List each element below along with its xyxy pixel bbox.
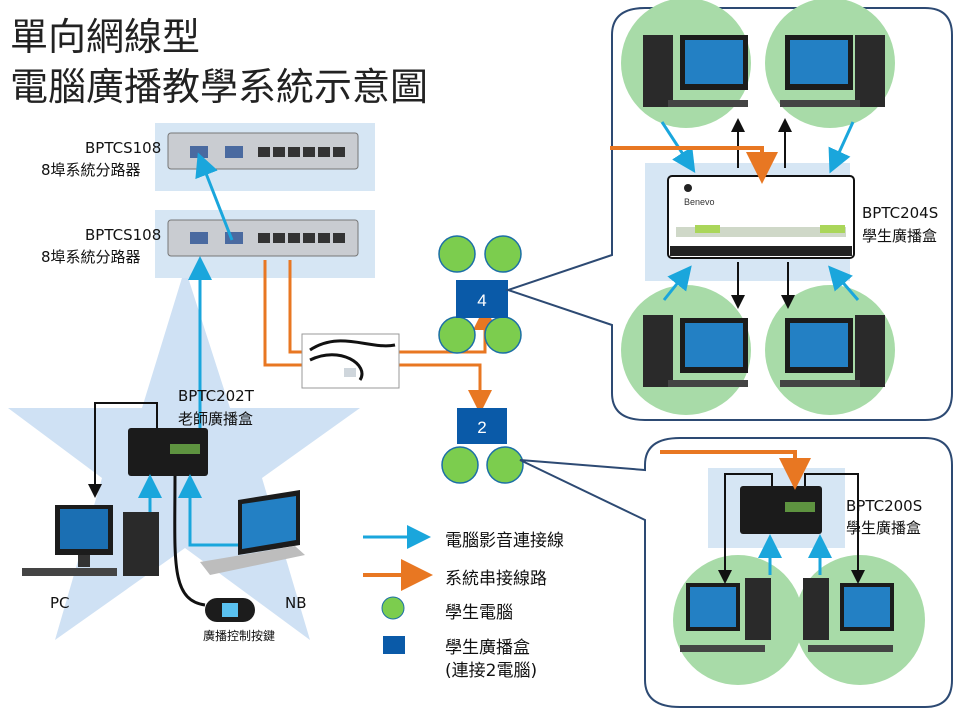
nb-to-teacher-line — [178, 474, 240, 547]
teacher-box-desc: 老師廣播盒 — [178, 410, 254, 428]
splitter-bottom-device — [167, 219, 359, 257]
node-number-4: 4 — [477, 291, 486, 310]
pc-label: PC — [50, 594, 70, 612]
splitter-link-line — [195, 152, 234, 241]
splitter-bottom-model: BPTCS108 — [85, 226, 162, 244]
student-box-2-desc: 學生廣播盒 — [846, 519, 922, 537]
legend-student-pc-mark — [381, 596, 405, 620]
splitter-bottom-desc: 8埠系統分路器 — [41, 248, 141, 266]
teacher-pc — [22, 505, 159, 576]
teacher-black-line — [88, 402, 158, 498]
student-box-4-desc: 學生廣播盒 — [862, 227, 938, 245]
student-box-4-device — [667, 175, 855, 259]
legend-student-box-mark — [383, 636, 405, 654]
legend-student-pc: 學生電腦 — [445, 603, 513, 623]
nb-label: NB — [285, 594, 307, 612]
remote-control — [205, 598, 255, 622]
teacher-box-model: BPTC202T — [178, 387, 254, 405]
legend-av-line: 電腦影音連接線 — [445, 531, 564, 551]
student-pc-5 — [680, 578, 771, 652]
node-group-2 — [441, 408, 524, 484]
node-group-4 — [438, 235, 522, 354]
student-pc-3 — [643, 315, 748, 387]
splitter-top-device — [167, 132, 359, 170]
student-box-2-device — [740, 486, 822, 534]
remote-cable — [173, 475, 206, 607]
title-line1: 單向網線型 — [10, 15, 201, 59]
student-pc-1 — [643, 35, 748, 107]
legend-student-box: 學生廣播盒 — [445, 638, 530, 658]
student-pc-4 — [780, 315, 885, 387]
student-box-2-model: BPTC200S — [846, 497, 923, 515]
title-line2: 電腦廣播教學系統示意圖 — [10, 65, 429, 109]
student-box-4-model: BPTC204S — [862, 204, 939, 222]
student-pc-6 — [803, 578, 894, 652]
teacher-notebook — [200, 490, 305, 575]
remote-label: 廣播控制按鍵 — [203, 629, 276, 643]
teacher-box-device — [128, 428, 208, 476]
legend-sys-line: 系統串接線路 — [445, 569, 547, 589]
node-number-2: 2 — [477, 418, 486, 437]
device-brand-label: Benevo — [684, 197, 715, 207]
student-pc-2 — [780, 35, 885, 107]
splitter-top-model: BPTCS108 — [85, 139, 162, 157]
network-cable-photo — [301, 333, 400, 389]
legend-student-box-note: (連接2電腦) — [445, 661, 538, 681]
splitter-top-desc: 8埠系統分路器 — [41, 161, 141, 179]
